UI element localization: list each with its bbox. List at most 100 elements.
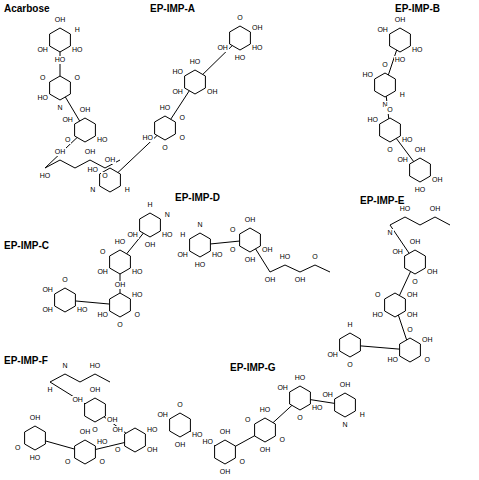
ring bbox=[290, 386, 311, 410]
structure-title: Acarbose bbox=[4, 3, 50, 14]
atom-label: HO bbox=[114, 238, 127, 246]
atom-label: OH bbox=[339, 381, 352, 389]
atom-label: OH bbox=[264, 276, 277, 284]
atom-label: OH bbox=[79, 428, 92, 436]
atom-label: HO bbox=[54, 56, 67, 64]
atom-label: OH bbox=[426, 268, 439, 276]
atom-label: OH bbox=[36, 46, 49, 54]
atom-label: OH bbox=[206, 88, 219, 96]
atom-label: O bbox=[229, 226, 236, 234]
atom-label: O bbox=[134, 311, 141, 319]
atom-label: OH bbox=[89, 386, 102, 394]
bond bbox=[390, 217, 405, 225]
atom-label: H bbox=[179, 231, 186, 239]
structure-title: EP-IMP-F bbox=[4, 355, 48, 366]
atom-label: HO bbox=[39, 172, 52, 180]
atom-label: N bbox=[196, 221, 203, 229]
atom-label: O bbox=[311, 253, 318, 261]
atom-label: OH bbox=[156, 411, 169, 419]
atom-label: N bbox=[89, 186, 96, 194]
bond bbox=[435, 217, 450, 225]
atom-label: O bbox=[114, 446, 121, 454]
atom-label: OH bbox=[294, 276, 307, 284]
atom-label: O bbox=[239, 458, 246, 466]
ring bbox=[410, 158, 431, 182]
ring bbox=[25, 426, 46, 450]
atom-label: O bbox=[386, 146, 393, 154]
atom-label: HO bbox=[76, 306, 89, 314]
atom-label: HO bbox=[131, 291, 144, 299]
atom-label: OH bbox=[326, 351, 339, 359]
atom-label: HO bbox=[71, 46, 84, 54]
ring bbox=[85, 398, 106, 422]
bond bbox=[405, 217, 420, 225]
atom-label: OH bbox=[421, 336, 434, 344]
atom-label: O bbox=[346, 361, 353, 369]
atom-label: O bbox=[64, 136, 71, 144]
atom-label: HO bbox=[311, 404, 324, 412]
atom-label: O bbox=[179, 114, 186, 122]
atom-label: OH bbox=[376, 26, 389, 34]
atom-label: H bbox=[146, 201, 153, 209]
ring bbox=[405, 250, 426, 274]
bond bbox=[420, 217, 435, 225]
atom-label: OH bbox=[321, 391, 334, 399]
bond bbox=[285, 265, 300, 272]
atom-label: O bbox=[39, 74, 46, 82]
atom-label: OH bbox=[144, 241, 157, 249]
atom-label: O bbox=[244, 416, 251, 424]
atom-label: N bbox=[61, 362, 68, 370]
atom-label: HO bbox=[414, 186, 427, 194]
atom-label: HO bbox=[146, 426, 159, 434]
atom-label: O bbox=[99, 458, 106, 466]
atom-label: HO bbox=[96, 438, 109, 446]
atom-label: H bbox=[74, 26, 81, 34]
atom-label: OH bbox=[54, 148, 67, 156]
atom-label: HO bbox=[96, 311, 109, 319]
ring bbox=[140, 213, 161, 237]
atom-label: O bbox=[64, 458, 71, 466]
atom-label: HO bbox=[361, 71, 374, 79]
atom-label: HO bbox=[259, 406, 272, 414]
atom-label: OH bbox=[61, 116, 74, 124]
atom-label: HO bbox=[194, 261, 207, 269]
atom-label: HO bbox=[211, 251, 224, 259]
ring bbox=[390, 28, 411, 52]
atom-label: OH bbox=[126, 231, 139, 239]
ring bbox=[55, 288, 76, 312]
atom-label: HO bbox=[89, 362, 102, 370]
atom-label: OH bbox=[414, 146, 427, 154]
bond bbox=[95, 374, 110, 382]
atom-label: OH bbox=[244, 256, 257, 264]
atom-label: OH bbox=[171, 88, 184, 96]
ring bbox=[400, 338, 421, 362]
atom-label: O bbox=[386, 106, 393, 114]
atom-label: OH bbox=[251, 24, 264, 32]
atom-label: O bbox=[236, 14, 243, 22]
atom-label: O bbox=[99, 248, 106, 256]
structure-title: EP-IMP-C bbox=[4, 240, 49, 251]
atom-label: HO bbox=[279, 253, 292, 261]
atom-label: HO bbox=[401, 136, 414, 144]
ring bbox=[385, 293, 406, 317]
ring bbox=[340, 333, 361, 357]
ring bbox=[75, 440, 96, 464]
atom-label: OH bbox=[394, 16, 407, 24]
atom-label: HO bbox=[189, 58, 202, 66]
atom-label: O bbox=[116, 321, 123, 329]
atom-label: O bbox=[61, 276, 68, 284]
bond bbox=[270, 265, 285, 272]
atom-label: HO bbox=[201, 438, 214, 446]
atom-label: HO bbox=[96, 136, 109, 144]
ring bbox=[170, 413, 191, 437]
atom-label: OH bbox=[96, 268, 109, 276]
atom-label: N bbox=[341, 421, 348, 429]
atom-label: OH bbox=[276, 384, 289, 392]
atom-label: HO bbox=[86, 166, 99, 174]
atom-label: O bbox=[14, 444, 21, 452]
bond bbox=[60, 160, 75, 168]
atom-label: OH bbox=[259, 446, 272, 454]
atom-label: OH bbox=[406, 311, 419, 319]
atom-label: HO bbox=[36, 94, 49, 102]
